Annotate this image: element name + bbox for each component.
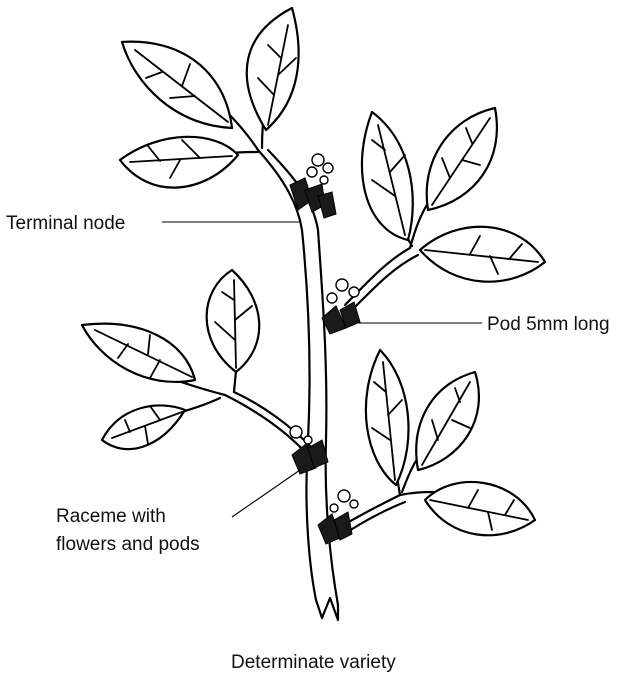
raceme-upper bbox=[322, 279, 360, 334]
leaf-lower-right-1 bbox=[366, 350, 409, 485]
leaf-middle-left-1 bbox=[207, 270, 260, 372]
main-stem bbox=[258, 150, 338, 620]
leaf-upper-right-3 bbox=[420, 227, 545, 282]
label-raceme-line2: flowers and pods bbox=[56, 534, 200, 555]
leaf-middle-left-3 bbox=[102, 405, 185, 449]
leader-raceme bbox=[232, 470, 300, 517]
label-pod: Pod 5mm long bbox=[487, 314, 610, 335]
leaf-top-1 bbox=[247, 8, 299, 130]
figure-caption: Determinate variety bbox=[231, 652, 396, 673]
leaf-upper-right-2 bbox=[427, 108, 497, 210]
raceme-lower bbox=[318, 490, 358, 544]
leaf-top-2 bbox=[122, 42, 232, 128]
leaf-upper-right-1 bbox=[362, 112, 413, 240]
leaf-middle-left-2 bbox=[82, 324, 195, 382]
leaf-lower-right-2 bbox=[416, 372, 479, 470]
label-raceme-line1: Raceme with bbox=[56, 506, 166, 527]
leaf-top-3 bbox=[120, 137, 238, 188]
label-terminal-node: Terminal node bbox=[6, 213, 125, 234]
leaf-lower-right-3 bbox=[425, 482, 535, 535]
